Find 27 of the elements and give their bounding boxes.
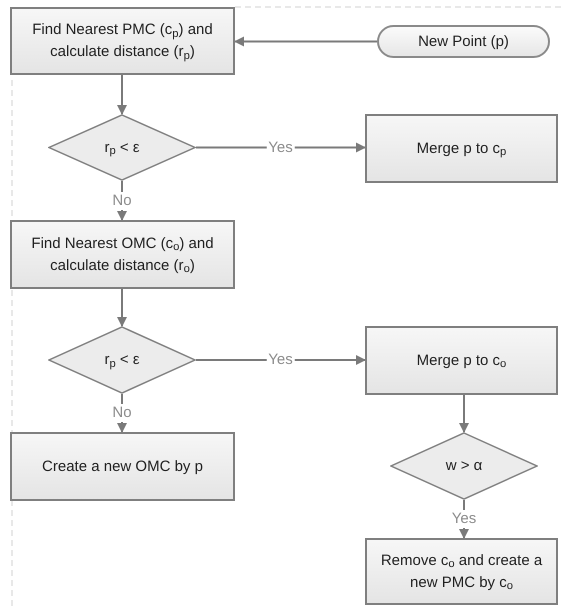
- process-box: [10, 432, 235, 501]
- arrow: [117, 75, 127, 115]
- node-text: r$_{p}$ < ε: [104, 350, 140, 371]
- arrow: [234, 36, 377, 46]
- process-box: [365, 326, 558, 395]
- node-text: r$_{p}$ < ε: [104, 138, 140, 158]
- process-box: [10, 220, 235, 289]
- node-text: Create a new OMC by p: [42, 456, 203, 476]
- node-text: w > α: [446, 456, 482, 476]
- arrow: [117, 289, 127, 327]
- decision-diamond: [48, 114, 196, 181]
- arrow: [459, 395, 469, 433]
- decision-diamond: [390, 432, 538, 500]
- decision-diamond: [48, 326, 196, 394]
- node-text: New Point (p): [418, 32, 509, 52]
- process-box: [365, 538, 558, 605]
- start-terminator: [377, 25, 550, 58]
- node-text: Find Nearest PMC (c$_{p}$) and calculate distance (r$_{p}$): [31, 20, 214, 63]
- arrow: [117, 181, 127, 221]
- arrow: [117, 394, 127, 433]
- process-box: [10, 7, 235, 75]
- node-text: Merge p to c$_{o}$: [416, 350, 506, 372]
- node-text: Remove c$_{o}$ and create a new PMC by c$_{o}$: [380, 550, 544, 594]
- node-text: Find Nearest OMC (c$_{o}$) and calculate distance (r$_{o}$): [30, 234, 215, 276]
- edge-label: Yes: [450, 510, 478, 528]
- node-text: Merge p to c$_{p}$: [416, 138, 506, 160]
- process-box: [365, 114, 558, 183]
